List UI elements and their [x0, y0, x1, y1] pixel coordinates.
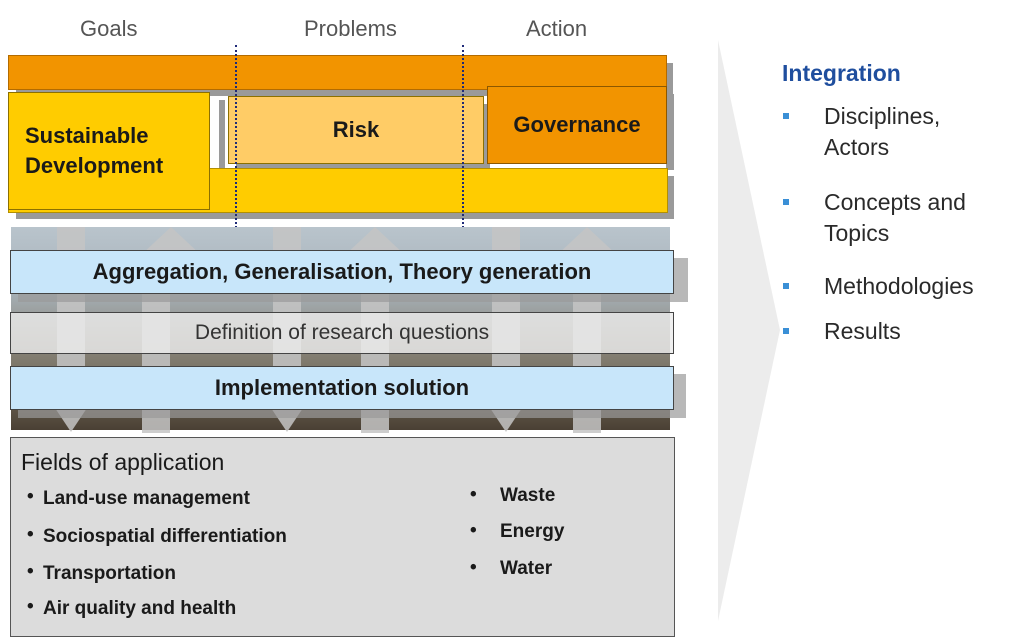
bullet-icon: •	[470, 484, 477, 505]
bullet-icon: •	[27, 561, 34, 582]
bullet-icon: •	[470, 557, 477, 578]
bullet-icon: •	[470, 520, 477, 541]
definition-bar: Definition of research questions	[10, 312, 674, 354]
integration-item: Results	[824, 318, 901, 344]
fields-title: Fields of application	[21, 449, 225, 475]
integration-item: Disciplines,	[824, 103, 941, 129]
bullet-square-icon	[783, 113, 789, 119]
bullet-icon: •	[27, 596, 34, 617]
sustainable-development-label-line1: Sustainable	[25, 123, 149, 148]
implementation-bar: Implementation solution	[10, 366, 674, 410]
governance-label: Governance	[513, 112, 641, 137]
column-header-action: Action	[526, 16, 588, 41]
integration-item: Concepts and	[824, 189, 966, 215]
field-item: Transportation	[43, 563, 177, 584]
field-item: Energy	[500, 521, 565, 542]
field-item: Land-use management	[43, 488, 250, 509]
separator-problems-action	[462, 45, 464, 228]
chevron-right-icon	[718, 40, 780, 621]
implementation-label: Implementation solution	[214, 375, 470, 400]
integration-item: Methodologies	[824, 273, 974, 299]
column-header-problems: Problems	[304, 16, 397, 41]
risk-label: Risk	[332, 117, 380, 142]
separator-goals-problems	[235, 45, 237, 228]
field-item: Sociospatial differentiation	[43, 526, 287, 547]
orange-band	[8, 55, 667, 90]
field-item: Air quality and health	[43, 598, 237, 619]
bullet-icon: •	[27, 524, 34, 545]
aggregation-bar: Aggregation, Generalisation, Theory gene…	[10, 250, 674, 294]
sustainable-development-label-line2: Development	[25, 153, 164, 178]
integration-title: Integration	[782, 60, 901, 86]
column-header-goals: Goals	[80, 16, 138, 41]
bullet-square-icon	[783, 199, 789, 205]
sustainable-development-box: Sustainable Development	[8, 92, 210, 210]
integration-item: Actors	[824, 134, 890, 160]
governance-box: Governance	[487, 86, 667, 164]
bullet-square-icon	[783, 328, 789, 334]
field-item: Water	[500, 558, 553, 579]
aggregation-label: Aggregation, Generalisation, Theory gene…	[92, 259, 592, 284]
field-item: Waste	[500, 485, 556, 506]
bullet-square-icon	[783, 283, 789, 289]
risk-box: Risk	[228, 96, 484, 164]
bullet-icon: •	[27, 486, 34, 507]
definition-label: Definition of research questions	[194, 321, 490, 344]
governance-box-shadow	[666, 94, 674, 170]
integration-item: Topics	[824, 220, 890, 246]
sd-box-shadow	[219, 100, 225, 218]
